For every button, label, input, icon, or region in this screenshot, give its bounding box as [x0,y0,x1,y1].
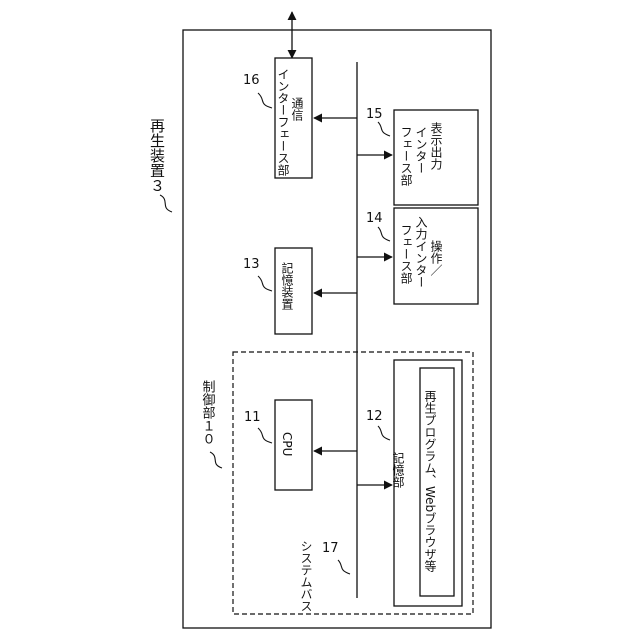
operation-interface-label-line2: 入力インター [414,216,428,288]
comm-interface-ref: 16 [243,73,260,88]
operation-interface-label-line3: フェース部 [399,224,413,284]
storage-device-label: 記憶装置 [280,261,294,310]
memory-ref: 12 [366,409,383,424]
comm-interface-label-line1: 通信 [290,97,304,122]
storage-device-ref: 13 [243,257,260,272]
comm-interface-label-line2: インターフェース部 [276,68,290,176]
display-interface-ref: 15 [366,107,383,122]
cpu-label: CPU [280,432,294,456]
cpu-ref: 11 [244,410,261,425]
display-interface-label-line1: 表示出力 [429,122,443,171]
display-interface-label-line3: フェース部 [399,126,413,186]
memory-label: 記憶部 [391,451,405,488]
system-bus-label: システムバス [299,540,313,612]
operation-interface-ref: 14 [366,211,383,226]
program-label: 再生プログラム、Webブラウザ等 [423,390,437,572]
device-title: 再生装置３ [148,118,166,193]
display-interface-label-line2: インター [414,126,428,174]
control-unit-title: 制御部１０ [200,380,216,445]
system-bus-ref: 17 [322,541,339,556]
operation-interface-label-line1: 操作／ [429,239,443,276]
device-title-leader [160,195,172,212]
